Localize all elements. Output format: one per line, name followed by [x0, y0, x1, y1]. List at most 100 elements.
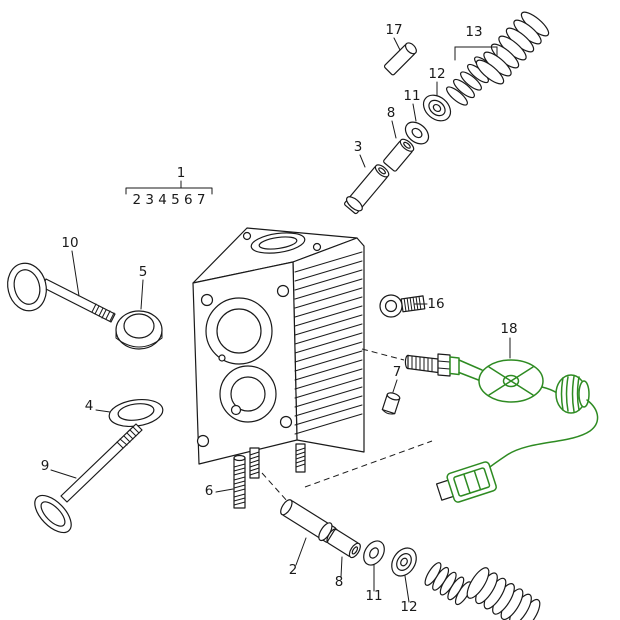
callout-2[interactable]: 2 — [289, 562, 298, 578]
port-upper — [205, 297, 273, 365]
callout-11-top[interactable]: 11 — [403, 88, 420, 104]
valve-stem — [41, 278, 116, 323]
part-9-valve[interactable] — [28, 423, 143, 539]
sensor-neck — [458, 359, 483, 382]
valve9-stem-grooves — [116, 426, 140, 449]
valve9-head-inner — [40, 501, 66, 527]
part-4-ring[interactable] — [107, 396, 164, 429]
top-bolt-hole-left — [242, 231, 252, 241]
top-bolt-hole-right — [312, 242, 322, 252]
assembly-axis-guide — [261, 472, 289, 503]
assembly-axis-sensor — [361, 348, 405, 361]
coil — [424, 562, 442, 586]
port-lower — [219, 365, 277, 423]
sensor-hex-facets — [437, 360, 451, 370]
face-hole-2 — [276, 284, 290, 298]
valve-head — [7, 262, 47, 312]
part-8-bushing-top[interactable] — [383, 137, 416, 172]
part-18-sensor-assembly[interactable] — [404, 353, 599, 507]
callout-12-bottom[interactable]: 12 — [400, 599, 417, 615]
face-hole-3 — [196, 434, 210, 448]
callout-11-bottom[interactable]: 11 — [365, 588, 382, 604]
leader-2 — [295, 537, 307, 566]
sensor-body-cross — [488, 366, 534, 396]
callout-3[interactable]: 3 — [354, 139, 363, 155]
callout-12-top[interactable]: 12 — [428, 66, 445, 82]
callout-10[interactable]: 10 — [61, 235, 78, 251]
sensor-cable — [485, 399, 599, 471]
ring-side — [115, 329, 163, 348]
sensor-body-center — [502, 374, 520, 388]
part-6-stud[interactable] — [233, 454, 246, 509]
callout-6[interactable]: 6 — [205, 483, 214, 499]
cable-link — [541, 386, 558, 394]
callout-4[interactable]: 4 — [85, 398, 94, 414]
face-hole-1 — [200, 293, 214, 307]
part-11-spring-seat-top[interactable] — [401, 118, 432, 149]
seat11t-hole — [411, 127, 423, 139]
part-17-dowel[interactable] — [383, 41, 419, 76]
bushing8b-bore — [351, 546, 359, 555]
seat11b-hole — [369, 547, 379, 559]
part-5-seat-ring[interactable] — [115, 310, 163, 350]
leader-3 — [359, 154, 366, 168]
part-8-bushing-bottom[interactable] — [327, 528, 363, 560]
leader-11-top — [412, 103, 417, 122]
pin7-top — [386, 392, 401, 401]
sensor-hex-nut — [437, 353, 451, 377]
callout-16[interactable]: 16 — [427, 296, 444, 312]
connector-pins — [463, 469, 482, 494]
port-upper-inner — [216, 308, 262, 354]
pin7-bottom — [381, 409, 396, 415]
valve-head-inner — [13, 269, 41, 305]
ret12b-hole — [400, 557, 408, 567]
part-7-dowel-pin[interactable] — [381, 392, 401, 416]
bushing8t-bore — [403, 141, 411, 149]
leader-13-bracket — [454, 46, 498, 61]
connector-inner — [453, 467, 491, 497]
part-11-spring-seat-bottom[interactable] — [359, 537, 388, 569]
face-hole-6 — [230, 404, 242, 416]
leader-8-bottom — [340, 556, 343, 578]
callout-1[interactable]: 1 — [177, 165, 186, 181]
callout-18[interactable]: 18 — [500, 321, 517, 337]
face-hole-5 — [218, 354, 226, 362]
callout-9[interactable]: 9 — [41, 458, 50, 474]
valve-spring-outer-bottom[interactable] — [463, 565, 544, 620]
coil — [475, 59, 505, 85]
port-lower-inner — [230, 376, 266, 412]
assembly-axis-diagonal — [304, 440, 433, 488]
part-10-valve[interactable] — [3, 259, 116, 323]
coil — [446, 86, 468, 106]
callout-7[interactable]: 7 — [393, 364, 402, 380]
leader-8-top — [391, 120, 397, 139]
callout-5[interactable]: 5 — [139, 264, 148, 280]
part-12-spring-retainer-top[interactable] — [418, 90, 455, 126]
head-stud-2-threads — [295, 447, 306, 468]
callout-1-subparts[interactable]: 2 3 4 5 6 7 — [133, 192, 206, 208]
leader-6 — [215, 488, 234, 493]
leader-4 — [95, 409, 111, 413]
part-12-spring-retainer-bottom[interactable] — [387, 543, 422, 580]
callout-8-bottom[interactable]: 8 — [335, 574, 344, 590]
head-top-opening-inner — [258, 236, 298, 250]
grommet-end — [578, 380, 590, 408]
bolt16-socket — [384, 299, 398, 313]
callout-8-top[interactable]: 8 — [387, 105, 396, 121]
connector-housing — [446, 461, 497, 503]
part-16-plug-bolt[interactable] — [379, 294, 426, 318]
part-3-valve-guide[interactable] — [343, 162, 392, 216]
valve9-head — [34, 494, 72, 534]
part-13-valve-spring-outer[interactable] — [473, 8, 552, 87]
cylinder-head[interactable] — [192, 227, 365, 479]
callout-13[interactable]: 13 — [465, 24, 482, 40]
grommet-ribs — [560, 375, 580, 413]
valve-spring-inner-bottom[interactable] — [422, 561, 474, 607]
coil — [466, 567, 490, 599]
leader-lines — [50, 37, 511, 603]
ret12t-hole — [432, 103, 442, 113]
head-stud-1-threads — [249, 451, 260, 476]
leader-7 — [392, 379, 398, 393]
callout-17[interactable]: 17 — [385, 22, 402, 38]
